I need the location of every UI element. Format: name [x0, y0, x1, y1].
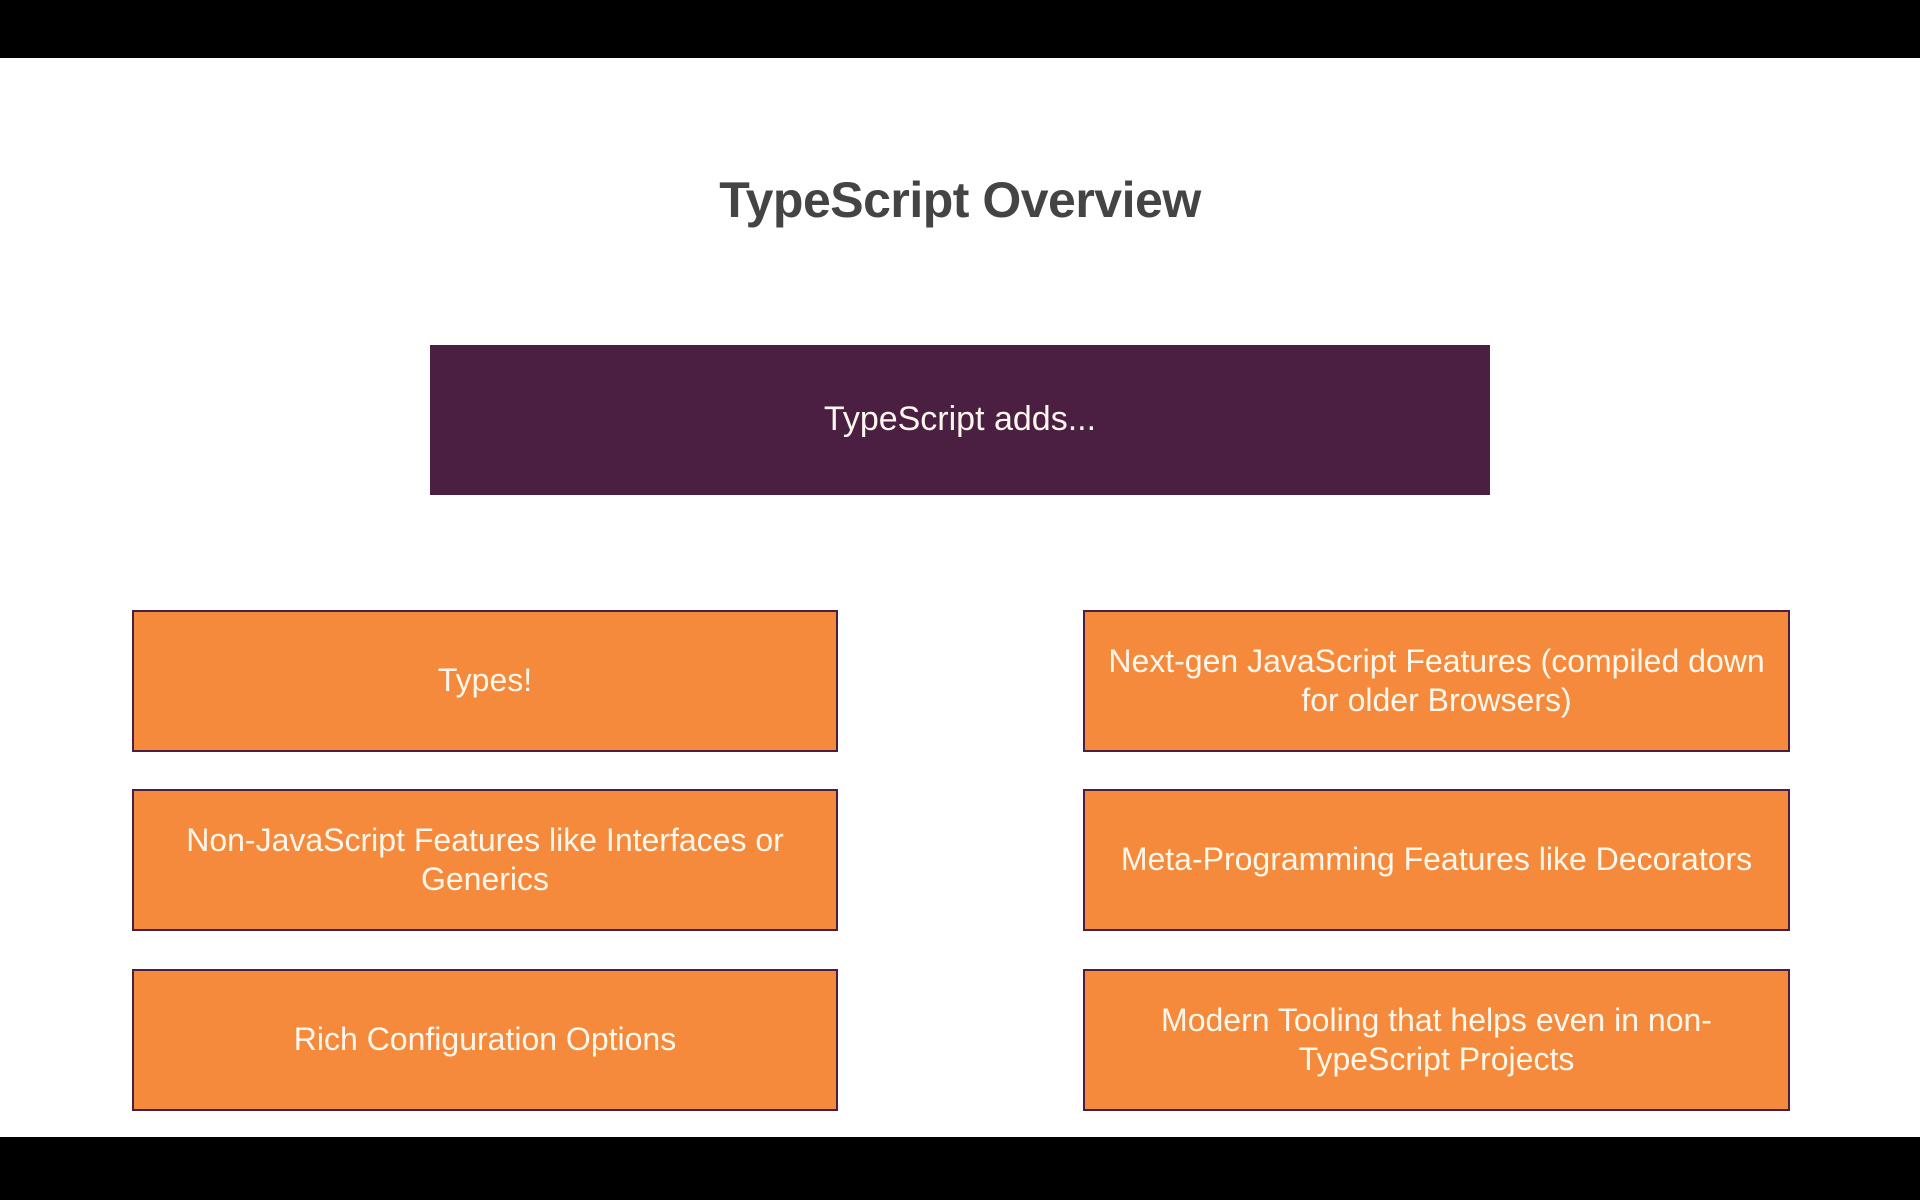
feature-box-rich-configuration-options: Rich Configuration Options: [132, 969, 838, 1111]
feature-box-modern-tooling: Modern Tooling that helps even in non-Ty…: [1083, 969, 1790, 1111]
letterbox-bar-top: [0, 0, 1920, 58]
feature-box-types: Types!: [132, 610, 838, 752]
letterbox-bar-bottom: [0, 1137, 1920, 1200]
feature-box-non-javascript-features: Non-JavaScript Features like Interfaces …: [132, 789, 838, 931]
slide-canvas: TypeScript Overview TypeScript adds... T…: [0, 58, 1920, 1137]
feature-box-next-gen-javascript-features: Next-gen JavaScript Features (compiled d…: [1083, 610, 1790, 752]
header-box-typescript-adds: TypeScript adds...: [430, 345, 1490, 495]
page-title: TypeScript Overview: [719, 172, 1201, 228]
feature-box-meta-programming-features: Meta-Programming Features like Decorator…: [1083, 789, 1790, 931]
